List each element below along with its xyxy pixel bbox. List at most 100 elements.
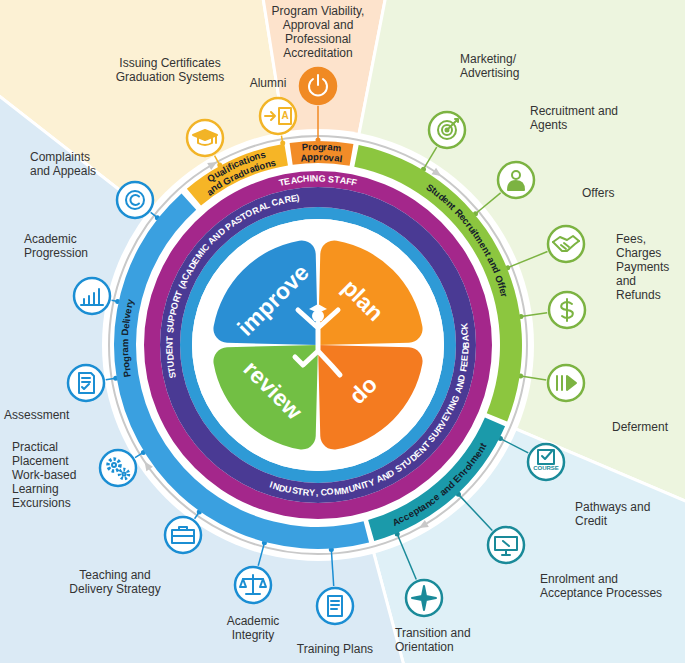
- icon-circle: Recruitment and Agents: [496, 160, 536, 200]
- icon-stroke: [561, 243, 569, 249]
- leader-line: [215, 156, 220, 166]
- background-wedge: [0, 0, 551, 663]
- leader-group: [519, 313, 548, 319]
- icon-circle: Program Viability, Approval and Professi…: [298, 66, 338, 106]
- leader-line: [151, 212, 158, 217]
- icon-glyph: [412, 586, 436, 610]
- icon-stroke: [328, 596, 342, 616]
- icon-shape: [486, 525, 526, 565]
- icon-shape: [298, 66, 338, 106]
- icon-shape: [496, 160, 536, 200]
- quadrant-fill: [318, 345, 423, 450]
- leader-group: [258, 540, 267, 565]
- leader-line: [112, 300, 118, 301]
- icon-circle: Enrolment and Acceptance Processes: [486, 525, 526, 565]
- icon-label: Enrolment and Acceptance Processes: [540, 572, 680, 600]
- icon-glyph: [557, 376, 576, 390]
- leader-group: [395, 532, 417, 580]
- icon-stroke: [566, 299, 568, 321]
- icon-circle: Complaints and Appeals: [115, 180, 155, 220]
- icon-glyph: [553, 236, 579, 251]
- icon-stroke: [123, 473, 126, 476]
- cycle-quadrant: improve: [104, 131, 532, 559]
- icon-stroke: [172, 527, 194, 536]
- icon-outline: [117, 182, 153, 218]
- icon-outline: [260, 98, 296, 134]
- icon-label: Academic Progression: [24, 232, 114, 260]
- leader-group: [329, 547, 334, 586]
- quadrant-fill: [318, 240, 423, 345]
- leader-line: [258, 543, 264, 566]
- icon-circle: Assessment: [66, 363, 106, 403]
- icon-glyph: [79, 373, 94, 393]
- icon-stroke: [317, 75, 319, 85]
- icon-glyph: [309, 75, 327, 95]
- icon-glyph: [438, 119, 458, 139]
- icon-outline: [548, 365, 584, 401]
- figure-cap: [309, 304, 327, 313]
- icon-glyph: [172, 527, 194, 543]
- icon-label: Program Viability, Approval and Professi…: [258, 4, 378, 60]
- quadrant-fill: [213, 240, 318, 345]
- icon-stroke: [512, 171, 520, 179]
- icon-stroke: [542, 451, 552, 459]
- icon-label: Transition and Orientation: [395, 626, 505, 654]
- icon-circle: Academic Integrity: [233, 565, 273, 605]
- leader-line: [521, 376, 547, 380]
- icon-outline: [488, 527, 524, 563]
- icon-glyph: [240, 575, 266, 594]
- leader-group: [505, 252, 547, 271]
- leader-line: [281, 136, 282, 143]
- leader-group: [316, 106, 321, 143]
- icon-label: Recruitment and Agents: [530, 104, 620, 132]
- icon-stroke: [279, 108, 291, 124]
- quadrant-shape: [104, 131, 532, 559]
- leader-group: [473, 193, 501, 216]
- icon-outline: [300, 68, 336, 104]
- icon-outline: [68, 365, 104, 401]
- icon-shape: [526, 442, 566, 482]
- icon-shape: [258, 96, 298, 136]
- icon-outline: [498, 162, 534, 198]
- icon-shape: [66, 363, 106, 403]
- icon-stroke: [557, 376, 562, 390]
- icon-circle: Training Plans: [315, 586, 355, 626]
- icon-outline: [165, 517, 201, 553]
- icon-stroke: [112, 463, 116, 467]
- leader-group: [456, 492, 492, 531]
- leader-line: [317, 106, 319, 140]
- icon-glyph: [328, 596, 342, 616]
- icon-label: Training Plans: [285, 642, 385, 656]
- icon-stroke: [508, 181, 524, 190]
- icon-stroke: [126, 191, 144, 209]
- leader-line: [397, 534, 416, 579]
- quadrant-fill: [213, 345, 318, 450]
- icon-label: Issuing Certificates Graduation Systems: [100, 56, 240, 84]
- wheel-base: [102, 129, 534, 561]
- icon-circle: AlumniA: [258, 96, 298, 136]
- icon-circle: Fees, Charges Payments and Refunds: [547, 290, 587, 330]
- icon-stroke: [215, 135, 217, 143]
- icon-shape: [163, 515, 203, 555]
- icon-glyph: [108, 459, 129, 479]
- icon-outline: [235, 567, 271, 603]
- icon-stroke: [449, 119, 458, 128]
- icon-shape: [546, 363, 586, 403]
- icon-circle: Marketing/ Advertising: [427, 110, 467, 150]
- icon-letter: A: [279, 108, 291, 124]
- icon-stroke: [84, 289, 99, 304]
- leader-line: [508, 252, 548, 268]
- icon-circle: Pathways and CreditCOURSE: [526, 442, 566, 482]
- leader-line: [521, 313, 547, 317]
- icon-stroke: [82, 378, 90, 382]
- icon-stroke: [331, 601, 339, 609]
- icon-outline: [74, 278, 110, 314]
- icon-stroke: [240, 579, 266, 587]
- icon-shape: [427, 110, 467, 150]
- wheel-disk: [102, 129, 534, 561]
- icon-label: Academic Integrity: [213, 614, 293, 642]
- icon-glyph: [538, 450, 554, 464]
- icon-shape: [546, 224, 586, 264]
